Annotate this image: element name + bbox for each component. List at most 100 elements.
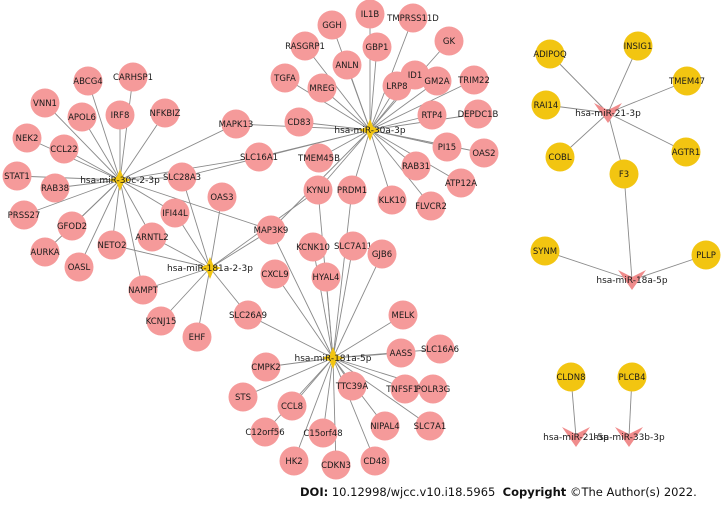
mirna-node-m181a2[interactable]: hsa-miR-181a-2-3p xyxy=(167,257,253,279)
gene-node-cldn8[interactable]: CLDN8 xyxy=(556,362,586,392)
doi-label: DOI: xyxy=(300,485,329,499)
gene-circle xyxy=(105,100,135,130)
gene-node-tgfa[interactable]: TGFA xyxy=(270,63,300,93)
gene-node-c15orf48[interactable]: C15orf48 xyxy=(303,418,343,448)
gene-label: KCNK10 xyxy=(296,243,330,253)
gene-node-cd83[interactable]: CD83 xyxy=(284,107,314,137)
gene-node-cobl[interactable]: COBL xyxy=(545,142,575,172)
gene-node-slc26a9[interactable]: SLC26A9 xyxy=(229,300,267,330)
gene-node-ttc39a[interactable]: TTC39A xyxy=(335,371,368,401)
gene-label: C15orf48 xyxy=(303,429,342,439)
gene-node-rtp4[interactable]: RTP4 xyxy=(417,100,447,130)
gene-node-nampt[interactable]: NAMPT xyxy=(128,275,159,305)
gene-node-agtr1[interactable]: AGTR1 xyxy=(671,137,701,167)
gene-node-il1b[interactable]: IL1B xyxy=(355,0,385,29)
gene-node-tmem45b[interactable]: TMEM45B xyxy=(297,143,340,173)
gene-node-nipal4[interactable]: NIPAL4 xyxy=(370,411,400,441)
gene-node-nek2[interactable]: NEK2 xyxy=(12,123,42,153)
edge-m18a-F3 xyxy=(623,173,633,281)
gene-node-slc7a1[interactable]: SLC7A1 xyxy=(414,411,447,441)
gene-node-nfkbiz[interactable]: NFKBIZ xyxy=(150,98,181,128)
gene-node-tnfsf10[interactable]: TNFSF10 xyxy=(385,374,424,404)
gene-node-slc28a3[interactable]: SLC28A3 xyxy=(163,162,201,192)
gene-node-map3k9[interactable]: MAP3K9 xyxy=(254,215,289,245)
gene-node-trim22[interactable]: TRIM22 xyxy=(457,65,490,95)
gene-node-lrp8[interactable]: LRP8 xyxy=(382,71,412,101)
gene-node-tmem47[interactable]: TMEM47 xyxy=(668,66,705,96)
mirna-node-m33b[interactable]: hsa-miR-33b-3p xyxy=(593,427,665,447)
mirna-node-m30c[interactable]: hsa-miR-30c-2-3p xyxy=(80,169,160,191)
gene-node-kcnk10[interactable]: KCNK10 xyxy=(296,232,330,262)
gene-node-cdkn3[interactable]: CDKN3 xyxy=(321,450,351,480)
gene-node-mreg[interactable]: MREG xyxy=(307,73,337,103)
gene-node-tmprss11d[interactable]: TMPRSS11D xyxy=(386,3,439,33)
gene-node-plcb4[interactable]: PLCB4 xyxy=(617,362,647,392)
gene-node-mapk13[interactable]: MAPK13 xyxy=(219,109,254,139)
gene-node-cxcl9[interactable]: CXCL9 xyxy=(260,259,290,289)
gene-node-gfod2[interactable]: GFOD2 xyxy=(57,211,87,241)
gene-node-prss27[interactable]: PRSS27 xyxy=(8,200,41,230)
gene-node-slc7a11[interactable]: SLC7A11 xyxy=(334,231,372,261)
mirna-node-m215[interactable]: hsa-miR-21-5p xyxy=(543,427,609,447)
gene-node-pi15[interactable]: PI15 xyxy=(432,132,462,162)
gene-node-stat1[interactable]: STAT1 xyxy=(2,161,32,191)
gene-node-gbp1[interactable]: GBP1 xyxy=(362,32,392,62)
gene-node-cd48[interactable]: CD48 xyxy=(360,446,390,476)
gene-node-ifi44l[interactable]: IFI44L xyxy=(160,198,190,228)
gene-node-hk2[interactable]: HK2 xyxy=(279,446,309,476)
gene-node-aurka[interactable]: AURKA xyxy=(30,237,60,267)
gene-node-ehf[interactable]: EHF xyxy=(182,322,212,352)
gene-node-depdc1b[interactable]: DEPDC1B xyxy=(458,99,499,129)
gene-node-anln[interactable]: ANLN xyxy=(332,50,362,80)
edge-m30c-OASL xyxy=(78,179,121,268)
gene-node-gjb6[interactable]: GJB6 xyxy=(367,239,397,269)
gene-node-ccl22[interactable]: CCL22 xyxy=(49,134,79,164)
edge-m30a-OAS2 xyxy=(369,129,485,154)
gene-node-kynu[interactable]: KYNU xyxy=(303,175,333,205)
gene-node-klk10[interactable]: KLK10 xyxy=(377,185,407,215)
gene-node-vnn1[interactable]: VNN1 xyxy=(30,88,60,118)
gene-node-polr3g[interactable]: POLR3G xyxy=(416,374,450,404)
mirna-node-m21[interactable]: hsa-miR-21-3p xyxy=(575,103,641,123)
gene-node-neto2[interactable]: NETO2 xyxy=(97,230,127,260)
gene-node-insig1[interactable]: INSIG1 xyxy=(623,31,653,61)
gene-node-rab38[interactable]: RAB38 xyxy=(40,173,70,203)
gene-node-atp12a[interactable]: ATP12A xyxy=(445,168,477,198)
gene-node-rab31[interactable]: RAB31 xyxy=(401,151,431,181)
gene-node-rai14[interactable]: RAI14 xyxy=(531,90,561,120)
gene-label: C12orf56 xyxy=(245,428,284,438)
gene-node-melk[interactable]: MELK xyxy=(388,300,418,330)
gene-node-rasgrp1[interactable]: RASGRP1 xyxy=(285,31,325,61)
gene-node-f3[interactable]: F3 xyxy=(609,159,639,189)
gene-circle xyxy=(221,109,251,139)
gene-node-abcg4[interactable]: ABCG4 xyxy=(73,66,103,96)
gene-node-sts[interactable]: STS xyxy=(228,382,258,412)
gene-node-cmpk2[interactable]: CMPK2 xyxy=(251,352,281,382)
gene-node-hyal4[interactable]: HYAL4 xyxy=(311,262,341,292)
mirna-node-m30a[interactable]: hsa-miR-30a-3p xyxy=(334,119,406,141)
gene-node-apol6[interactable]: APOL6 xyxy=(67,102,97,132)
gene-node-synm[interactable]: SYNM xyxy=(530,236,560,266)
gene-node-pllp[interactable]: PLLP xyxy=(691,240,721,270)
gene-node-slc16a1[interactable]: SLC16A1 xyxy=(240,142,278,172)
gene-node-oasl[interactable]: OASL xyxy=(64,252,94,282)
gene-label: SLC28A3 xyxy=(163,173,201,183)
gene-node-gk[interactable]: GK xyxy=(434,26,464,56)
gene-node-arntl2[interactable]: ARNTL2 xyxy=(135,222,169,252)
gene-node-ccl8[interactable]: CCL8 xyxy=(277,391,307,421)
gene-node-oas3[interactable]: OAS3 xyxy=(207,182,237,212)
gene-node-flvcr2[interactable]: FLVCR2 xyxy=(415,191,447,221)
gene-node-slc16a6[interactable]: SLC16A6 xyxy=(421,334,459,364)
gene-node-gm2a[interactable]: GM2A xyxy=(422,66,452,96)
gene-node-adipoq[interactable]: ADIPOQ xyxy=(533,39,567,69)
gene-node-irf8[interactable]: IRF8 xyxy=(105,100,135,130)
mirna-node-m18a[interactable]: hsa-miR-18a-5p xyxy=(596,270,668,290)
gene-node-ggh[interactable]: GGH xyxy=(317,10,347,40)
gene-node-c12orf56[interactable]: C12orf56 xyxy=(245,417,285,447)
gene-node-prdm1[interactable]: PRDM1 xyxy=(337,175,367,205)
gene-node-kcnj15[interactable]: KCNJ15 xyxy=(146,306,177,336)
gene-node-aass[interactable]: AASS xyxy=(386,338,416,368)
gene-node-carhsp1[interactable]: CARHSP1 xyxy=(113,62,153,92)
mirna-node-m181a5[interactable]: hsa-miR-181a-5p xyxy=(295,347,372,369)
gene-node-oas2[interactable]: OAS2 xyxy=(469,138,499,168)
